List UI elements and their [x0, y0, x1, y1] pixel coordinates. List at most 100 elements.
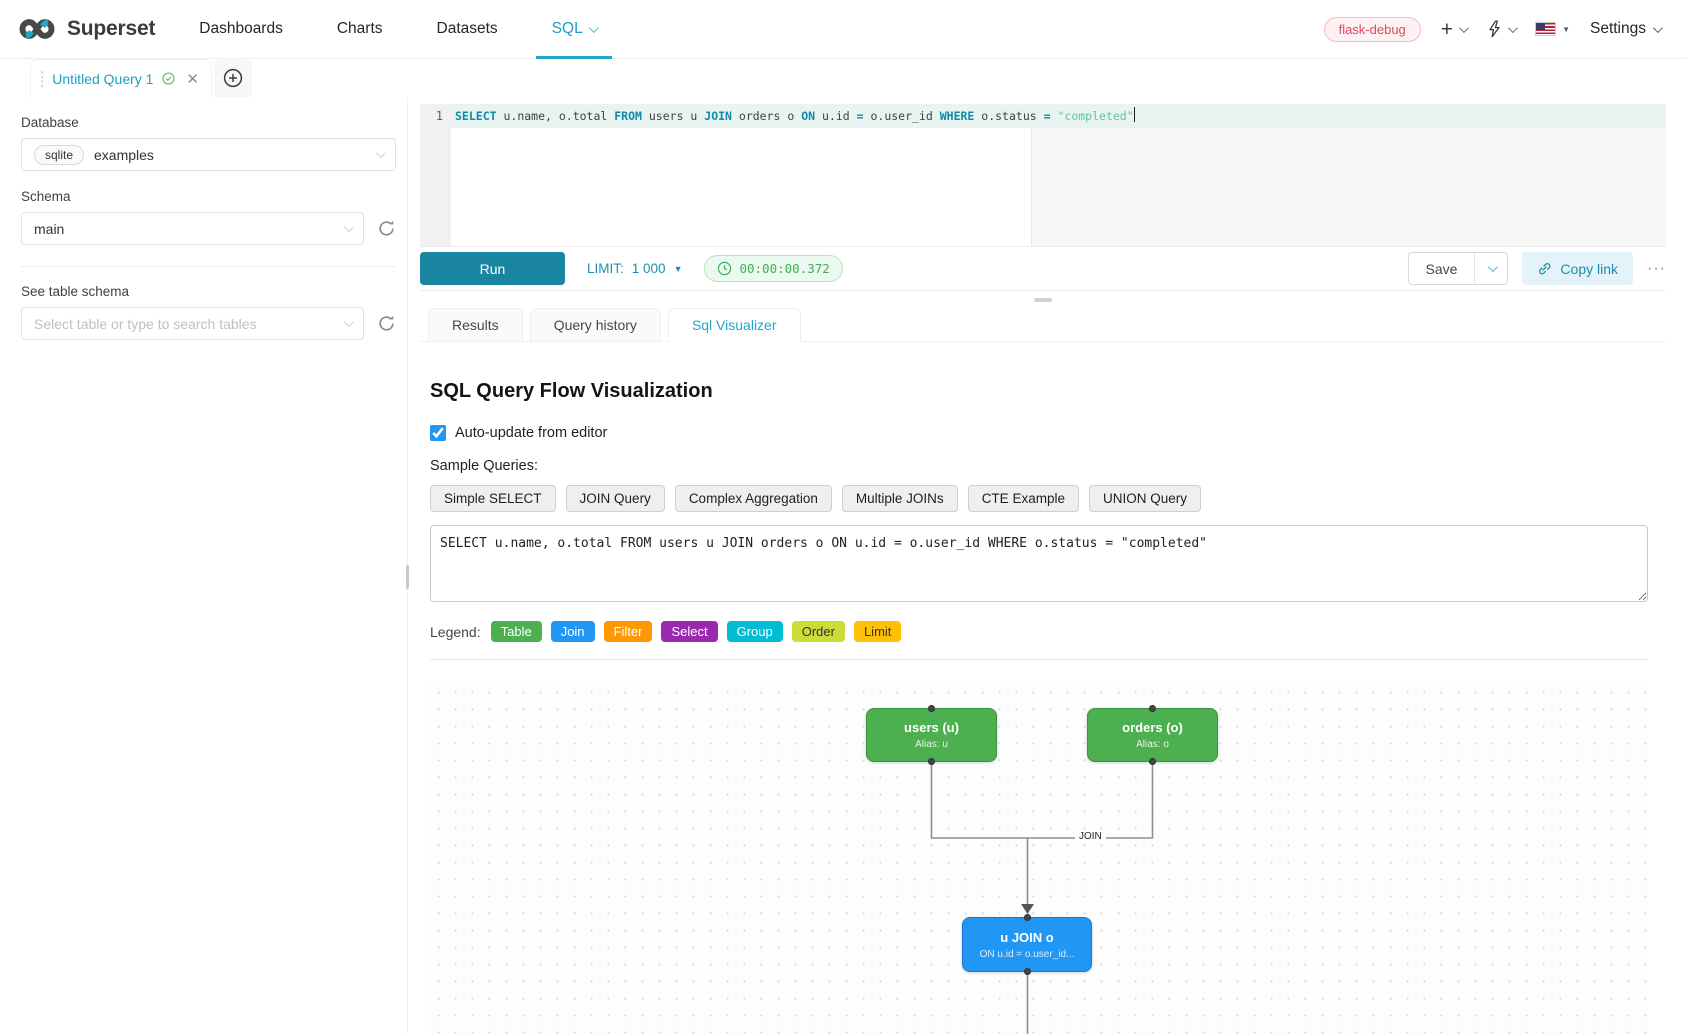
node-subtitle: Alias: u [915, 739, 948, 750]
sql-editor[interactable]: 1 SELECT u.name, o.total FROM users u JO… [420, 104, 1666, 246]
run-button[interactable]: Run [420, 252, 565, 285]
refresh-schema-button[interactable] [377, 219, 396, 238]
nav-item-label: Dashboards [199, 20, 283, 37]
sidebar-resizer[interactable] [406, 97, 409, 1034]
close-icon[interactable]: ✕ [186, 70, 199, 88]
node-handle[interactable] [928, 705, 935, 712]
new-item-menu[interactable]: + [1441, 19, 1469, 40]
sql-token: u.id [815, 109, 857, 123]
new-query-tab-button[interactable] [214, 59, 252, 97]
legend-row: Legend: Table Join Filter Select Group O… [430, 621, 1648, 642]
chevron-down-icon [1459, 22, 1469, 33]
schema-select[interactable]: main [21, 212, 364, 245]
refresh-icon [379, 315, 394, 331]
node-title: u JOIN o [1000, 929, 1054, 945]
chevron-down-icon [1652, 22, 1663, 33]
sample-button-join-query[interactable]: JOIN Query [565, 485, 665, 512]
resizer-grip[interactable] [406, 565, 409, 589]
timer-value: 00:00:00.372 [739, 261, 830, 276]
sample-button-complex-aggregation[interactable]: Complex Aggregation [674, 485, 832, 512]
node-title: users (u) [904, 720, 959, 735]
sample-button-simple-select[interactable]: Simple SELECT [430, 485, 556, 512]
caret-down-icon: ▼ [1562, 24, 1570, 34]
superset-logo [19, 19, 55, 39]
auto-update-label: Auto-update from editor [455, 425, 608, 441]
brand-name: Superset [67, 17, 156, 40]
sample-button-union-query[interactable]: UNION Query [1088, 485, 1201, 512]
sql-token: o.status [974, 109, 1044, 123]
query-tab-bar: Untitled Query 1 ✕ [0, 59, 1686, 97]
sql-lab-main: 1 SELECT u.name, o.total FROM users u JO… [420, 97, 1666, 1034]
flow-canvas[interactable]: users (u) Alias: u orders (o) Alias: o J… [430, 684, 1648, 1034]
flow-node-u-join-o[interactable]: u JOIN o ON u.id = o.user_id... [962, 914, 1092, 975]
query-timer: 00:00:00.372 [704, 255, 843, 282]
save-options-button[interactable] [1474, 253, 1508, 284]
sql-token: FROM [614, 109, 642, 123]
node-handle[interactable] [1023, 914, 1031, 921]
flow-node-users[interactable]: users (u) Alias: u [866, 705, 997, 765]
sql-token: orders o [731, 109, 802, 123]
results-tab-bar: Results Query history Sql Visualizer [420, 308, 1666, 342]
pane-resize-handle[interactable] [1034, 298, 1052, 302]
auto-update-checkbox[interactable] [430, 425, 446, 441]
node-handle[interactable] [928, 758, 935, 765]
more-icon[interactable]: ··· [1647, 259, 1666, 277]
sql-input-textarea[interactable]: SELECT u.name, o.total FROM users u JOIN… [430, 525, 1648, 602]
editor-active-line [451, 104, 1666, 128]
chevron-down-icon [1487, 262, 1498, 273]
sample-button-multiple-joins[interactable]: Multiple JOINs [841, 485, 958, 512]
legend-badge-join: Join [550, 621, 595, 642]
flow-node-orders[interactable]: orders (o) Alias: o [1087, 705, 1218, 765]
sample-query-buttons: Simple SELECT JOIN Query Complex Aggrega… [430, 485, 1648, 512]
environment-badge: flask-debug [1323, 16, 1421, 42]
check-circle-icon [162, 72, 175, 85]
sample-button-cte-example[interactable]: CTE Example [967, 485, 1079, 512]
south-pane: Results Query history Sql Visualizer SQL… [420, 290, 1666, 1034]
node-handle[interactable] [1149, 758, 1156, 765]
refresh-tables-button[interactable] [377, 314, 396, 333]
sql-token: o.user_id [863, 109, 940, 123]
database-value: examples [94, 146, 154, 163]
legend-badge-filter: Filter [603, 621, 653, 642]
nav-item-label: Datasets [436, 20, 498, 37]
sample-queries-label: Sample Queries: [430, 458, 538, 474]
lightning-icon [1489, 20, 1500, 38]
save-button[interactable]: Save [1408, 253, 1475, 284]
sql-lab-sidebar: Database sqlite examples Schema main See… [0, 97, 408, 1034]
copy-link-button[interactable]: Copy link [1522, 252, 1634, 285]
query-tab-untitled-query-1[interactable]: Untitled Query 1 ✕ [30, 59, 212, 97]
node-handle[interactable] [1023, 968, 1031, 975]
chevron-down-icon [588, 22, 599, 33]
editor-gutter: 1 [420, 104, 451, 246]
nav-item-charts[interactable]: Charts [333, 0, 387, 59]
visualizer-panel: SQL Query Flow Visualization Auto-update… [420, 342, 1666, 1034]
chevron-down-icon [343, 317, 354, 328]
link-icon [1539, 263, 1551, 275]
database-select[interactable]: sqlite examples [21, 138, 396, 171]
sql-token: = [856, 109, 864, 123]
tab-query-history[interactable]: Query history [529, 308, 661, 342]
node-handle[interactable] [1149, 705, 1156, 712]
flag-icon [1535, 22, 1557, 36]
chevron-down-icon [1508, 22, 1518, 33]
brand[interactable]: Superset [16, 15, 155, 43]
nav-item-datasets[interactable]: Datasets [433, 0, 502, 59]
nav-item-sql[interactable]: SQL [535, 0, 612, 59]
tab-sql-visualizer[interactable]: Sql Visualizer [667, 308, 801, 342]
table-select[interactable]: Select table or type to search tables [21, 307, 364, 340]
sql-token: WHERE [939, 109, 975, 123]
drag-handle-icon[interactable] [41, 70, 44, 87]
line-number: 1 [435, 109, 443, 123]
auto-update-row[interactable]: Auto-update from editor [430, 425, 1648, 441]
legend-label: Legend: [430, 623, 481, 640]
editor-toolbar: Run LIMIT: 1 000 ▼ 00:00:00.372 Save [420, 246, 1666, 290]
nav-item-dashboards[interactable]: Dashboards [195, 0, 287, 59]
chevron-down-icon [375, 148, 386, 159]
settings-menu[interactable]: Settings [1590, 20, 1663, 38]
tab-results[interactable]: Results [428, 308, 523, 342]
query-search-menu[interactable] [1486, 20, 1518, 38]
sql-code-line[interactable]: SELECT u.name, o.total FROM users u JOIN… [455, 104, 1136, 128]
language-picker[interactable]: ▼ [1535, 22, 1570, 36]
navbar-right: flask-debug + ▼ Settings [1323, 16, 1663, 42]
limit-dropdown[interactable]: LIMIT: 1 000 ▼ [587, 261, 682, 276]
